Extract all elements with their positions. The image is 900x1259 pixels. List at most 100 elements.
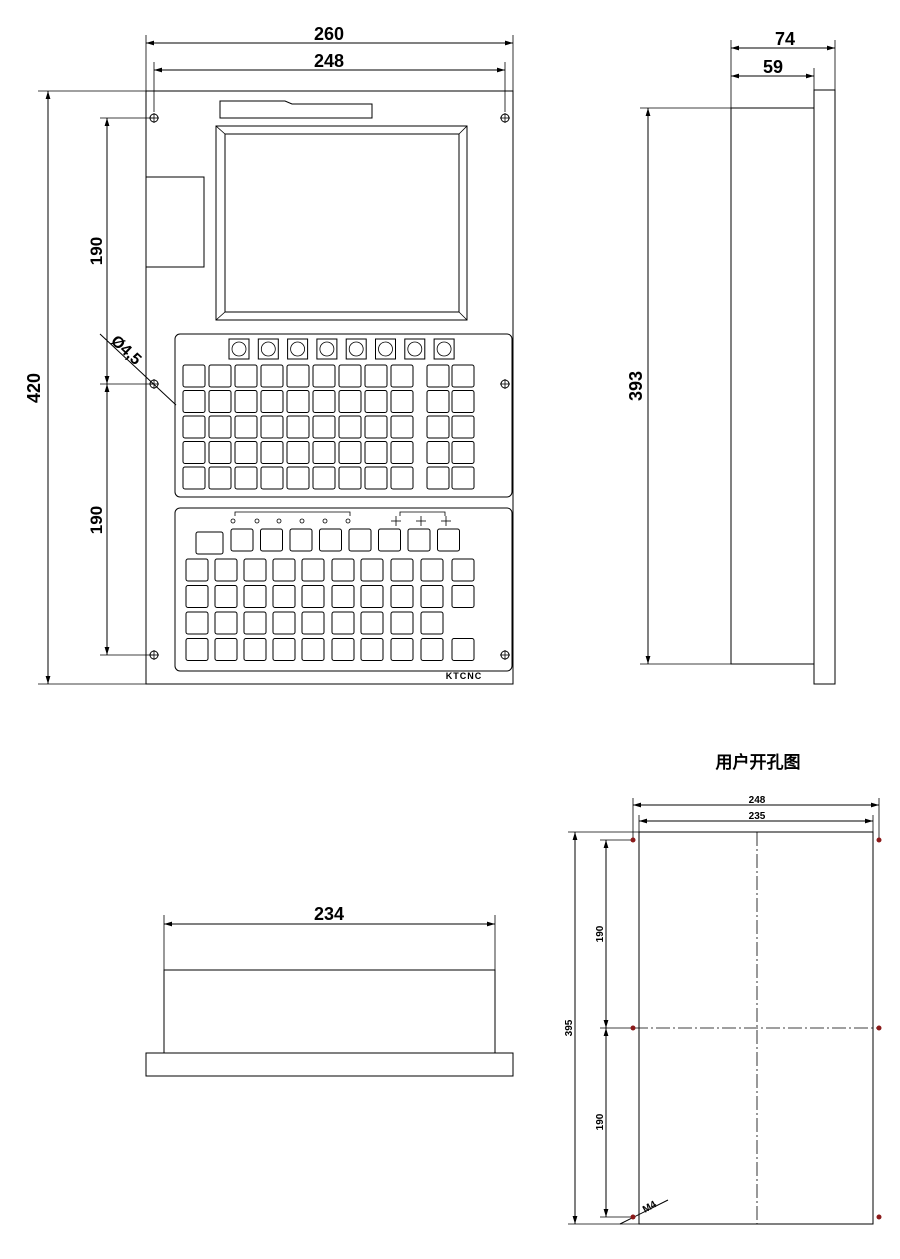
keypad-key	[364, 441, 388, 464]
keypad-key	[360, 558, 384, 582]
keypad-key	[312, 415, 336, 439]
keypad-key	[301, 611, 325, 635]
keypad-key	[208, 415, 232, 439]
soft-key	[228, 338, 250, 360]
keypad-key	[451, 466, 475, 490]
keypad-key	[260, 415, 284, 439]
side-panel-face	[813, 89, 836, 685]
keypad-key	[426, 415, 450, 439]
keypad-key	[185, 611, 209, 635]
keypad-key	[272, 585, 296, 608]
keypad-key	[437, 528, 460, 552]
dim-cutout-width: 235	[749, 811, 766, 822]
keypad-key	[312, 390, 336, 413]
keypad-key	[214, 558, 238, 582]
keypad-key	[243, 585, 267, 608]
side-connector	[145, 176, 205, 268]
keypad-key	[451, 415, 475, 439]
keypad-key	[234, 390, 258, 413]
soft-key	[257, 338, 279, 360]
keypad-key	[331, 638, 355, 661]
dim-cutout-spacing-upper: 190	[595, 925, 606, 942]
keypad-key	[185, 638, 209, 661]
keypad-key	[208, 441, 232, 464]
keypad-key	[272, 638, 296, 661]
dim-cutout-height: 395	[564, 1019, 575, 1036]
bottom-body	[163, 969, 496, 1054]
keypad-key	[364, 364, 388, 388]
keypad-key	[243, 611, 267, 635]
keypad-key	[338, 364, 362, 388]
soft-key	[345, 338, 367, 360]
keypad-key	[360, 585, 384, 608]
keypad-key	[195, 531, 224, 555]
keypad-key	[360, 638, 384, 661]
keypad-key	[230, 528, 254, 552]
keypad-key	[214, 585, 238, 608]
keypad-key	[286, 415, 310, 439]
keypad-key	[390, 558, 414, 582]
keypad-key	[182, 415, 206, 439]
soft-key	[287, 338, 309, 360]
screen	[224, 133, 460, 313]
keypad-key	[214, 611, 238, 635]
hole-marker	[876, 837, 882, 843]
dim-hole-diameter: Ø4,5	[107, 332, 144, 368]
keypad-key	[451, 638, 475, 661]
keypad-key	[420, 585, 444, 608]
keypad-key	[182, 390, 206, 413]
dim-depth-body: 59	[763, 57, 783, 77]
dim-hole-spacing-lower: 190	[87, 506, 106, 534]
keypad-key	[260, 390, 284, 413]
upper-keypad-panel	[174, 333, 513, 498]
bottom-panel-edge	[145, 1052, 514, 1077]
mounting-hole	[149, 113, 159, 123]
keypad-key	[243, 638, 267, 661]
thread-leader	[619, 1199, 669, 1225]
keypad-key	[286, 466, 310, 490]
keypad-key	[364, 415, 388, 439]
keypad-key	[312, 466, 336, 490]
soft-key	[375, 338, 396, 360]
side-view: 74 59 393	[626, 29, 836, 685]
dim-cutout-spacing-lower: 190	[595, 1113, 606, 1130]
front-view: 260 248 420 190 190 Ø4,5	[24, 24, 514, 685]
soft-key	[433, 338, 455, 360]
keypad-key	[182, 441, 206, 464]
keypad-key	[426, 390, 450, 413]
bottom-view: 234	[145, 904, 514, 1077]
keypad-key	[451, 441, 475, 464]
keypad-key	[243, 558, 267, 582]
dim-width-outer: 260	[314, 24, 344, 44]
keypad-key	[338, 466, 362, 490]
keypad-key	[420, 638, 444, 661]
keypad-key	[208, 466, 232, 490]
cutout-title: 用户开孔图	[716, 752, 801, 772]
mounting-hole	[149, 379, 159, 389]
keypad-key	[185, 558, 209, 582]
dim-cutout-hole-spacing: 248	[749, 795, 766, 806]
card-slot	[219, 100, 373, 119]
soft-keys	[228, 338, 455, 360]
mounting-hole	[500, 650, 510, 660]
keypad-key	[331, 558, 355, 582]
keypad-key	[272, 558, 296, 582]
keypad-key	[319, 528, 342, 552]
keypad-key	[260, 441, 284, 464]
keypad-key	[312, 441, 336, 464]
mounting-hole	[500, 379, 510, 389]
keypad-key	[260, 528, 283, 552]
dim-hole-spacing-upper: 190	[87, 237, 106, 265]
keypad-key	[451, 558, 475, 582]
keypad-key	[390, 638, 414, 661]
dim-body-width: 234	[314, 904, 344, 924]
hole-diameter-leader	[99, 333, 177, 406]
keypad-key	[420, 558, 444, 582]
keypad-key	[360, 611, 384, 635]
soft-key	[316, 338, 338, 360]
keypad-key	[208, 364, 232, 388]
keypad-key	[331, 611, 355, 635]
hole-marker	[876, 1025, 882, 1031]
keypad-key	[390, 390, 414, 413]
